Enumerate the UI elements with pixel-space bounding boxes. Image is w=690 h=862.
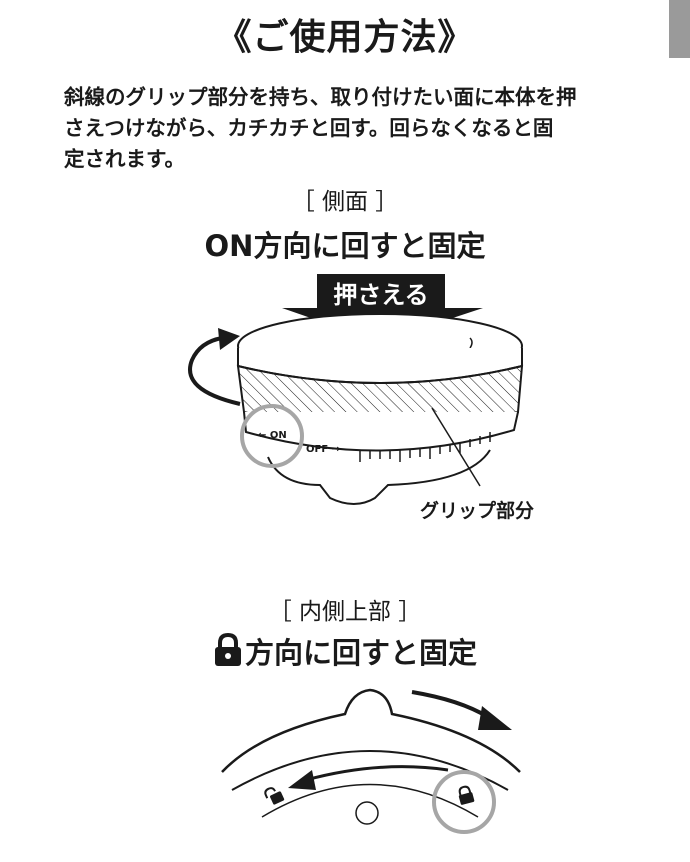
lock-icon [458, 785, 475, 805]
side-view-label: ［ 側面 ］ [291, 189, 399, 215]
intro-line-2: さえつけながら、カチカチと回す。回らなくなると固 [64, 116, 554, 140]
side-view-heading: ON方向に回すと固定 [204, 229, 486, 263]
intro-text: 斜線のグリップ部分を持ち、取り付けたい面に本体を押 さえつけながら、カチカチと回… [64, 82, 664, 175]
lock-highlight-circle [432, 770, 496, 834]
page-title: 《ご使用方法》 [215, 17, 475, 58]
on-marker: ← ON [258, 430, 287, 441]
inner-view-label: ［ 内側上部 ］ [268, 599, 422, 625]
grip-label: グリップ部分 [420, 499, 534, 522]
unlock-direction-arrow [288, 765, 449, 790]
side-view-illustration: 押さえる ← ON OFF → グリップ部分 [188, 274, 534, 522]
rotation-arrow [188, 328, 241, 406]
inner-view-heading: 方向に回すと固定 [0, 630, 690, 674]
scale-ticks [359, 432, 491, 462]
grip-pointer-line [431, 407, 481, 487]
outer-rotation-arrow [411, 690, 512, 730]
center-hole [355, 801, 379, 825]
unlock-icon [264, 787, 285, 805]
off-marker: OFF → [306, 444, 340, 455]
on-highlight-circle [240, 404, 304, 468]
intro-line-3: 定されます。 [64, 147, 185, 171]
scrollbar-thumb[interactable] [669, 0, 690, 58]
inner-view-illustration [221, 688, 521, 834]
lock-icon [213, 632, 243, 674]
intro-line-1: 斜線のグリップ部分を持ち、取り付けたい面に本体を押 [64, 85, 577, 109]
inner-view-heading-text: 方向に回すと固定 [244, 636, 477, 670]
press-label: 押さえる [333, 281, 428, 309]
